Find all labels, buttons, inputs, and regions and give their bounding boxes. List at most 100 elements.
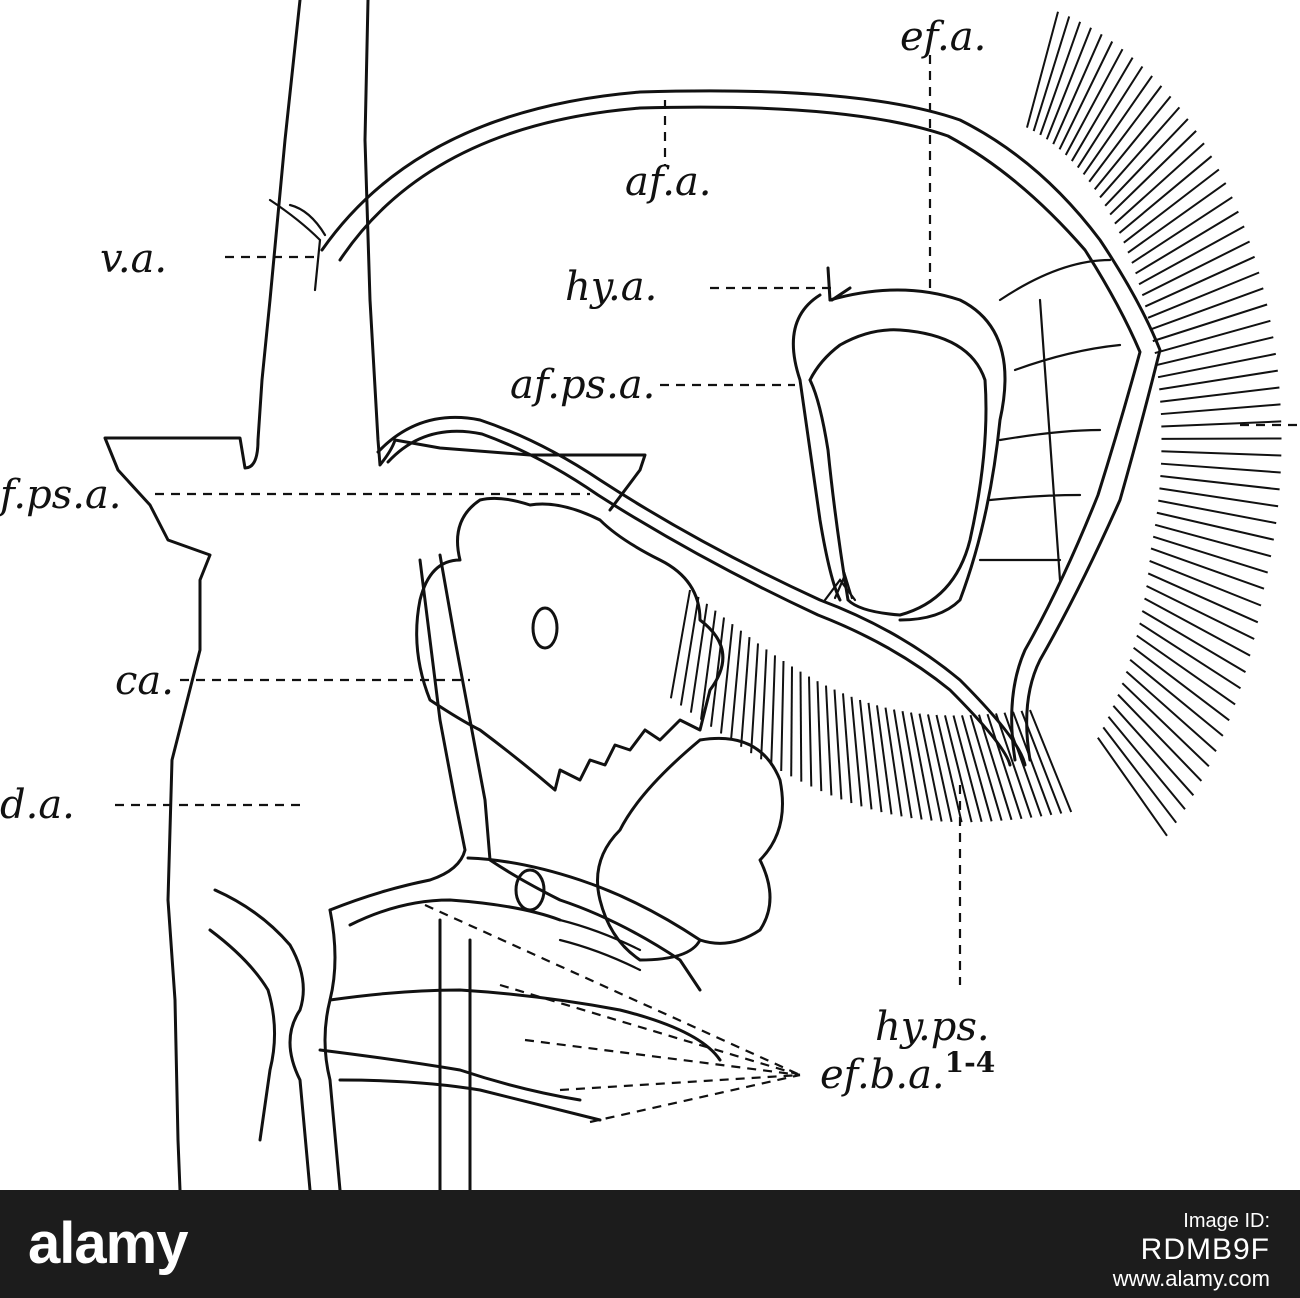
label-ef-ps-a: f.ps.a.	[0, 472, 122, 518]
gill-filament	[1152, 303, 1268, 343]
label-hy-ps: hy.ps.	[875, 1004, 990, 1050]
label-v-a: v.a.	[100, 236, 167, 282]
gill-filament	[1125, 670, 1217, 752]
gill-filament	[961, 715, 993, 822]
aorta-trunk	[103, 0, 647, 1190]
gill-filament	[1104, 118, 1189, 207]
gill-filament	[1020, 710, 1063, 814]
gill-filament	[1102, 726, 1177, 824]
gill-filament	[1135, 210, 1239, 275]
gill-filament	[1147, 572, 1259, 624]
gill-filament	[867, 702, 883, 813]
gill-filament	[1107, 716, 1186, 810]
gill-filament	[1127, 182, 1227, 254]
pseudobranch-loop	[791, 258, 1122, 622]
label-ef-a: ef.a.	[900, 14, 986, 60]
gill-filament	[1158, 499, 1277, 525]
gill-filament	[969, 714, 1003, 821]
gill-filament	[760, 649, 768, 760]
gill-filament	[799, 671, 803, 782]
label-ef-b-a: ef.b.a.1-4	[820, 1046, 995, 1098]
gill-filament	[1149, 559, 1262, 607]
gill-filament	[1144, 597, 1251, 657]
gill-filament	[1160, 403, 1281, 416]
gill-filament	[679, 596, 700, 706]
gill-filament	[1160, 386, 1280, 403]
gill-filament	[978, 714, 1013, 821]
gill-filament	[1154, 319, 1271, 354]
gill-filament	[884, 707, 903, 817]
label-ca: ca.	[115, 658, 174, 704]
gill-filaments-upper	[1026, 11, 1282, 837]
carotid-artery	[328, 553, 702, 992]
gill-filament	[1064, 48, 1124, 156]
gill-filament	[1121, 682, 1210, 768]
gill-filament	[1129, 658, 1224, 737]
gill-filament	[1131, 196, 1233, 264]
gill-filament	[669, 589, 691, 699]
gill-filament	[1154, 523, 1272, 558]
gill-filament	[952, 715, 983, 823]
gill-filament	[1123, 168, 1220, 244]
gill-filament	[730, 630, 742, 741]
gill-filament	[1159, 487, 1279, 508]
gill-filament	[1161, 450, 1282, 457]
brand-logo: alamy	[28, 1211, 188, 1276]
gill-filament	[1070, 57, 1134, 162]
gill-filament	[1003, 712, 1043, 817]
gill-filament	[833, 689, 843, 800]
gill-filament	[1156, 511, 1275, 541]
gill-filament	[740, 637, 751, 747]
gill-filament	[1112, 705, 1195, 796]
gill-filament	[1029, 709, 1073, 813]
gill-filament	[1133, 646, 1230, 722]
anatomical-diagram: ef.a. af.a. v.a. hy.a. af.ps.a. f.ps.a. …	[0, 0, 1300, 1190]
label-d-a: d.a.	[0, 782, 75, 828]
gill-filament	[1052, 33, 1103, 145]
gill-filament	[1161, 420, 1282, 428]
label-af-ps-a: af.ps.a.	[510, 362, 655, 408]
gill-filament	[944, 715, 973, 823]
gill-filament	[816, 681, 823, 792]
gill-filament	[1012, 711, 1053, 816]
image-id-value: RDMB9F	[1140, 1233, 1270, 1266]
leader-lines	[115, 55, 1300, 1124]
gill-filament	[901, 711, 923, 820]
gill-filament	[1150, 287, 1264, 331]
gill-filament	[1138, 225, 1245, 286]
gill-filament	[1093, 95, 1172, 191]
label-ef-b-a-main: ef.b.a.	[820, 1052, 945, 1098]
gill-filament	[893, 709, 913, 819]
gill-filament	[1146, 585, 1255, 640]
gill-filament	[1118, 155, 1213, 234]
gill-filament	[720, 624, 734, 734]
gill-filament	[1117, 693, 1203, 782]
gill-filament	[1076, 65, 1144, 169]
gill-filament	[1039, 21, 1082, 136]
gill-filaments-lower	[669, 589, 1073, 823]
gill-filament	[1045, 27, 1092, 140]
gill-filament	[1147, 271, 1260, 319]
gill-filament	[1139, 622, 1242, 690]
efferent-branchial-arteries	[208, 888, 722, 1190]
gill-filament	[710, 617, 725, 727]
gill-filament	[1160, 475, 1280, 491]
gill-filament	[1097, 737, 1168, 837]
gill-filament	[1157, 352, 1276, 379]
gill-filament	[918, 713, 943, 822]
gill-filament	[1160, 462, 1281, 474]
gill-filament	[1099, 106, 1181, 199]
figure-labels: ef.a. af.a. v.a. hy.a. af.ps.a. f.ps.a. …	[0, 14, 995, 1098]
label-af-a: af.a.	[625, 159, 712, 205]
afferent-artery-arch	[320, 89, 1162, 762]
stock-photo-footer: alamy Image ID: RDMB9F www.alamy.com	[0, 1190, 1300, 1298]
gill-filament	[1026, 11, 1059, 128]
gill-filament	[927, 714, 953, 823]
efferent-pseudobranchial-arch	[376, 415, 1027, 767]
gill-filament	[859, 699, 873, 810]
gill-filament	[935, 714, 963, 823]
site-url: www.alamy.com	[1112, 1266, 1270, 1291]
gill-filament	[808, 676, 813, 787]
gill-filament	[995, 713, 1033, 818]
gill-filament	[1109, 130, 1197, 216]
